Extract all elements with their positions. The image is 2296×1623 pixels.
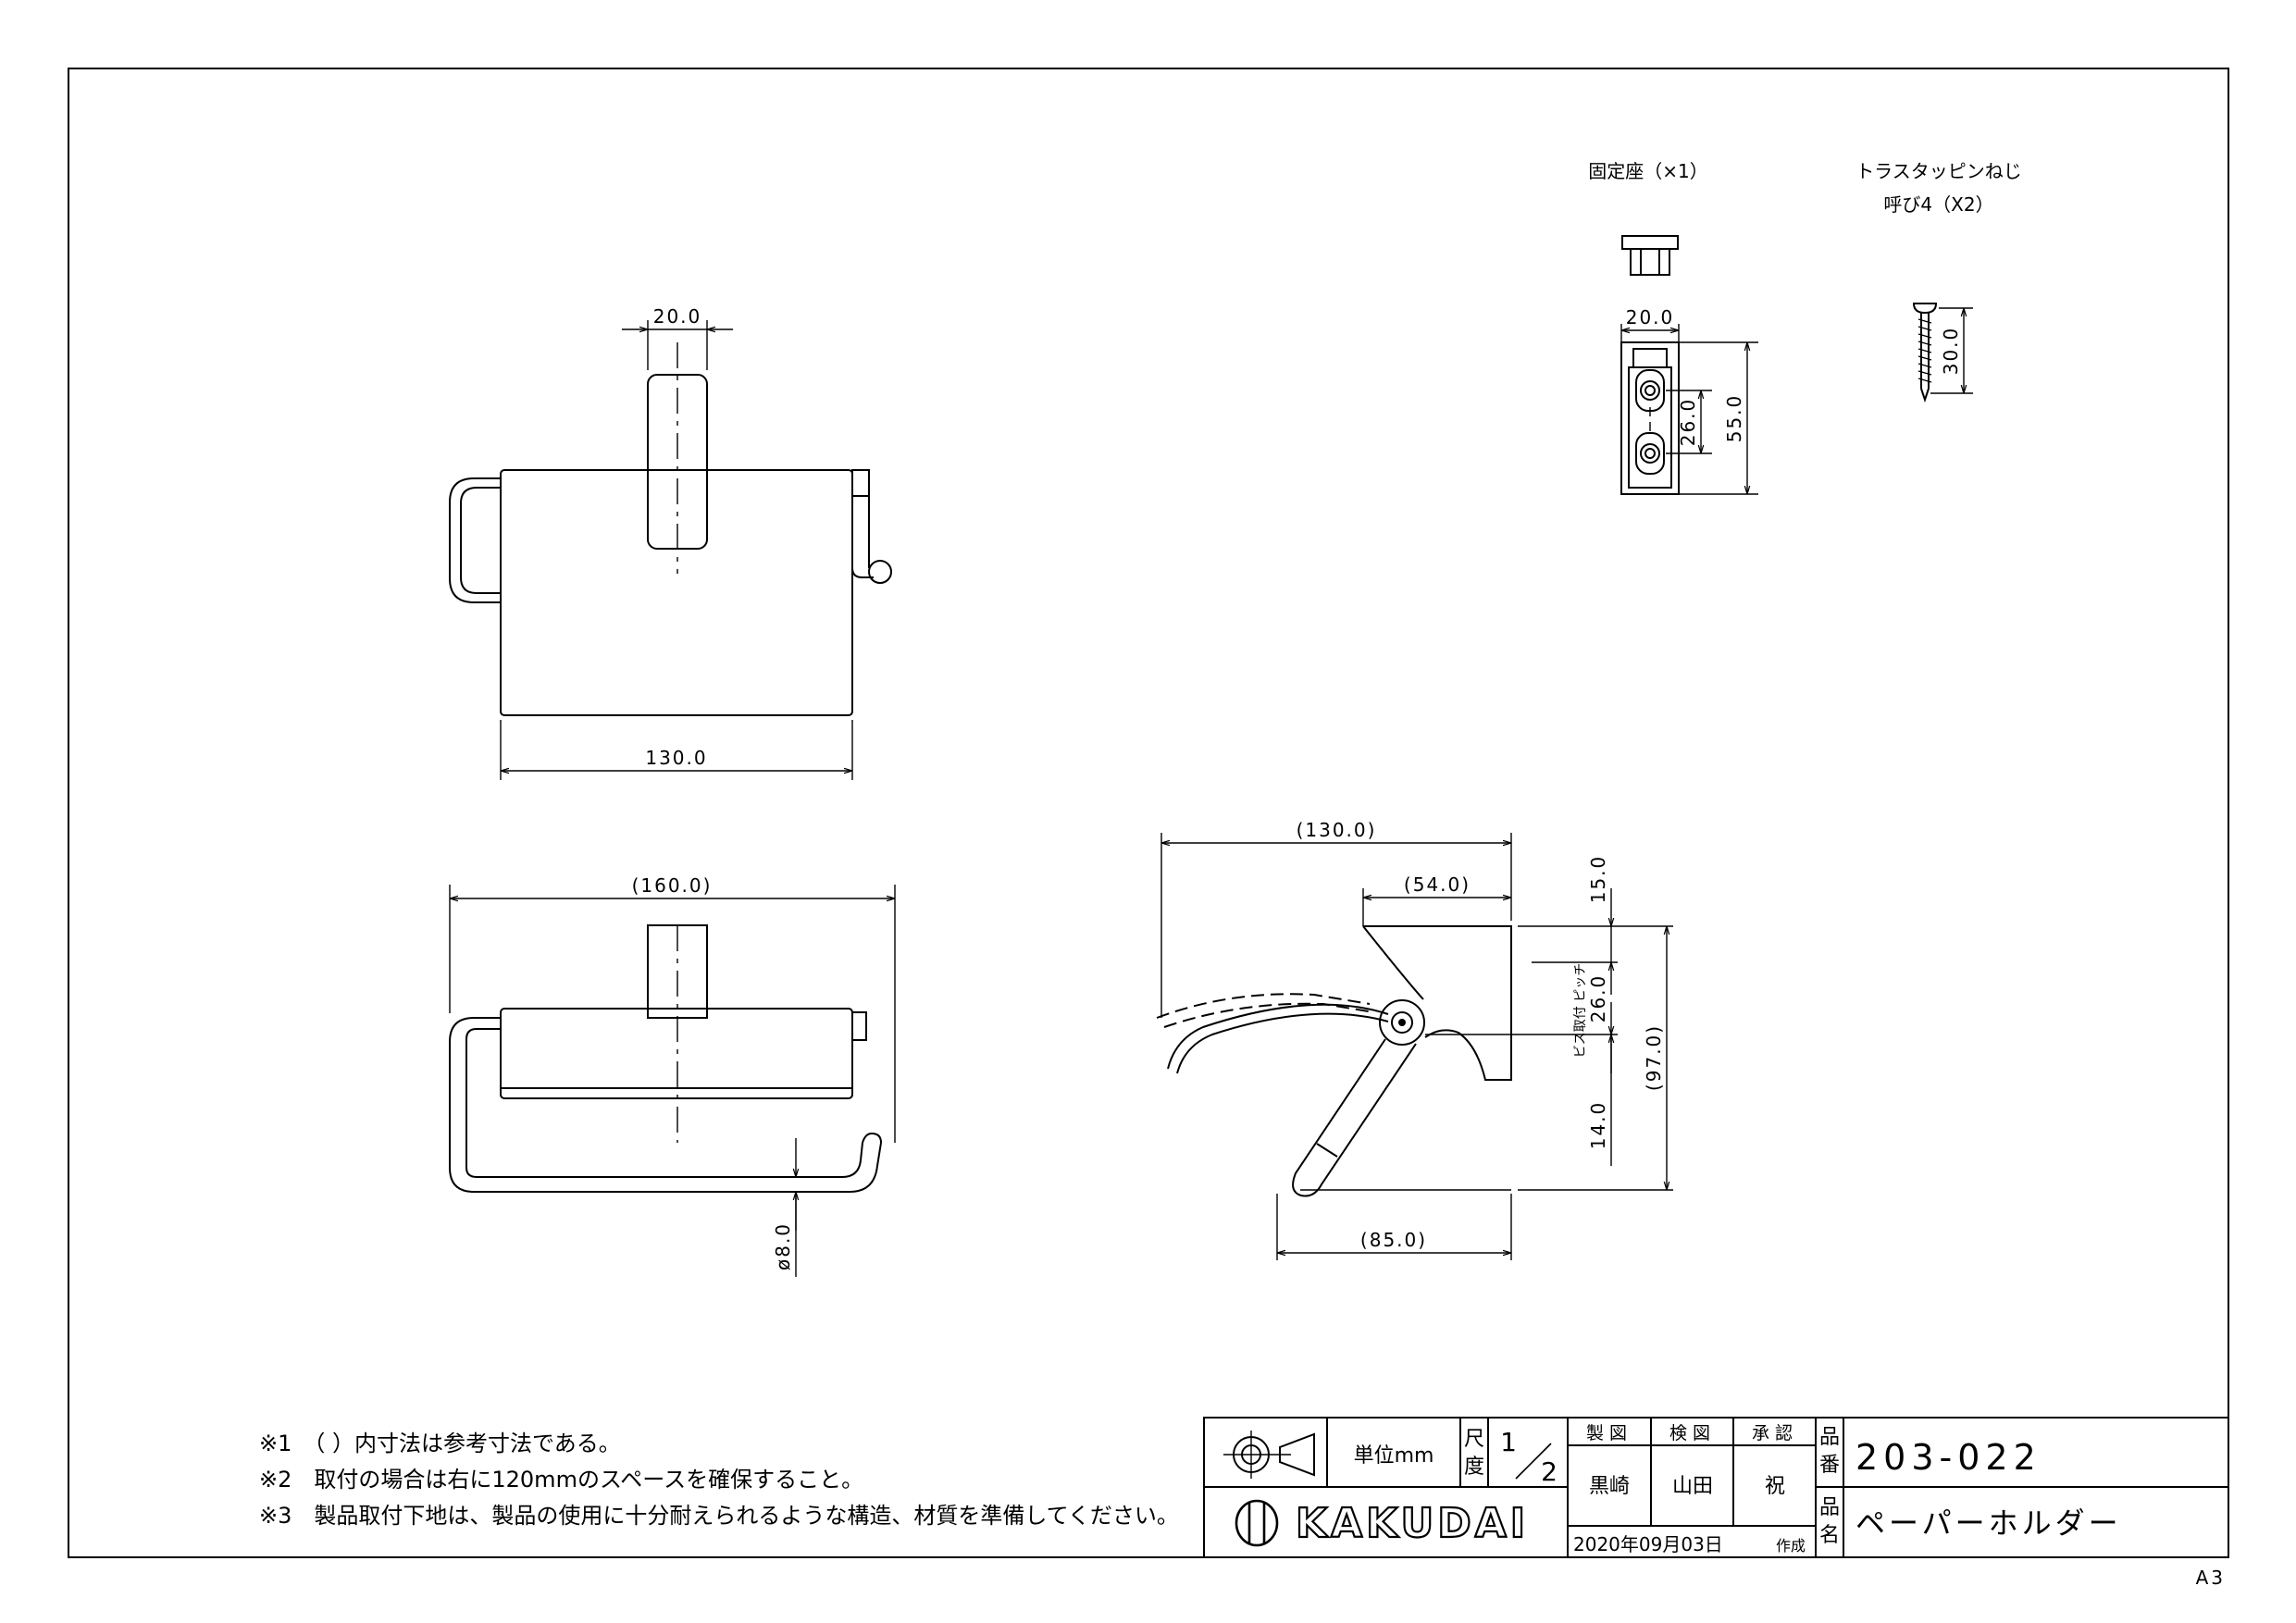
drawing-date: 2020年09月03日 <box>1573 1533 1723 1555</box>
dim-seat-width: 20.0 <box>1626 306 1675 328</box>
notes: ※1 （ ）内寸法は参考寸法である。 ※2 取付の場合は右に120mmのスペース… <box>259 1431 1179 1529</box>
front-view <box>449 320 892 780</box>
part-name: ペーパーホルダー <box>1855 1505 2122 1541</box>
screw-label-line1: トラスタッピンねじ <box>1855 160 2022 182</box>
parts-labels: 固定座（×1） トラスタッピンねじ 呼び4（X2） 20.0 26.0 55.0… <box>1588 160 2022 446</box>
front-view-labels: 20.0 130.0 <box>645 305 707 769</box>
dim-side-base: (85.0) <box>1360 1229 1427 1251</box>
scale-denominator: 2 <box>1541 1456 1558 1487</box>
drawn-by: 黒崎 <box>1589 1475 1630 1498</box>
unit-label: 単位mm <box>1354 1444 1434 1468</box>
bottom-view <box>449 885 896 1277</box>
drawing-border <box>68 68 2229 1558</box>
dim-side-mount-offset: (54.0) <box>1404 873 1471 896</box>
title-block-text: 単位mm 尺 度 1 2 製図 検図 承認 黒崎 山田 祝 2020年09月03… <box>1295 1423 2122 1555</box>
part-no-label-2: 番 <box>1819 1454 1840 1477</box>
part-name-label-2: 名 <box>1819 1524 1840 1547</box>
screw-detail <box>1912 303 1973 403</box>
note-3: ※3 製品取付下地は、製品の使用に十分耐えられるような構造、材質を準備してくださ… <box>259 1503 1179 1529</box>
bottom-view-labels: (160.0) ø8.0 <box>632 874 794 1270</box>
fixing-seat-detail <box>1620 235 1758 495</box>
checked-header: 検図 <box>1669 1423 1716 1443</box>
part-number: 203-022 <box>1855 1437 2042 1478</box>
created-label: 作成 <box>1776 1537 1806 1555</box>
kakudai-logo <box>1235 1499 1279 1547</box>
dim-front-top-width: 20.0 <box>653 305 702 328</box>
scale-numerator: 1 <box>1500 1427 1517 1457</box>
approved-by: 祝 <box>1765 1475 1785 1498</box>
brand-name: KAKUDAI <box>1296 1500 1529 1547</box>
part-no-label-1: 品 <box>1819 1426 1840 1449</box>
dim-rod-diameter: ø8.0 <box>772 1222 794 1270</box>
dim-side-top: 15.0 <box>1587 855 1609 904</box>
note-2: ※2 取付の場合は右に120mmのスペースを確保すること。 <box>259 1467 863 1493</box>
part-name-label-1: 品 <box>1819 1496 1840 1519</box>
note-1: ※1 （ ）内寸法は参考寸法である。 <box>259 1431 621 1456</box>
side-view-labels: (130.0) (54.0) (85.0) 15.0 26.0 ビス取付 ピッチ… <box>1297 819 1665 1251</box>
third-angle-projection-symbol <box>1223 1431 1315 1479</box>
seat-label: 固定座（×1） <box>1588 160 1707 182</box>
dim-side-pitch: 26.0 <box>1587 974 1609 1023</box>
dim-seat-height: 55.0 <box>1723 394 1745 443</box>
dim-seat-pitch: 26.0 <box>1677 398 1699 447</box>
dim-side-depth: (130.0) <box>1297 819 1377 841</box>
side-view <box>1156 833 1673 1260</box>
scale-label-2: 度 <box>1464 1456 1484 1479</box>
drawn-header: 製図 <box>1586 1423 1632 1443</box>
dim-screw-length: 30.0 <box>1940 327 1962 376</box>
sheet-size: A3 <box>2196 1567 2226 1589</box>
dim-bottom-overall: (160.0) <box>632 874 713 897</box>
checked-by: 山田 <box>1672 1475 1713 1498</box>
scale-label-1: 尺 <box>1464 1428 1484 1451</box>
dim-side-height: (97.0) <box>1643 1024 1665 1091</box>
dim-side-bottom: 14.0 <box>1587 1101 1609 1150</box>
title-block <box>1203 1417 2229 1558</box>
screw-label-line2: 呼び4（X2） <box>1883 193 1993 216</box>
approved-header: 承認 <box>1752 1423 1798 1443</box>
dim-front-width: 130.0 <box>645 747 707 769</box>
dim-side-pitch-label: ビス取付 ピッチ <box>1573 963 1588 1058</box>
